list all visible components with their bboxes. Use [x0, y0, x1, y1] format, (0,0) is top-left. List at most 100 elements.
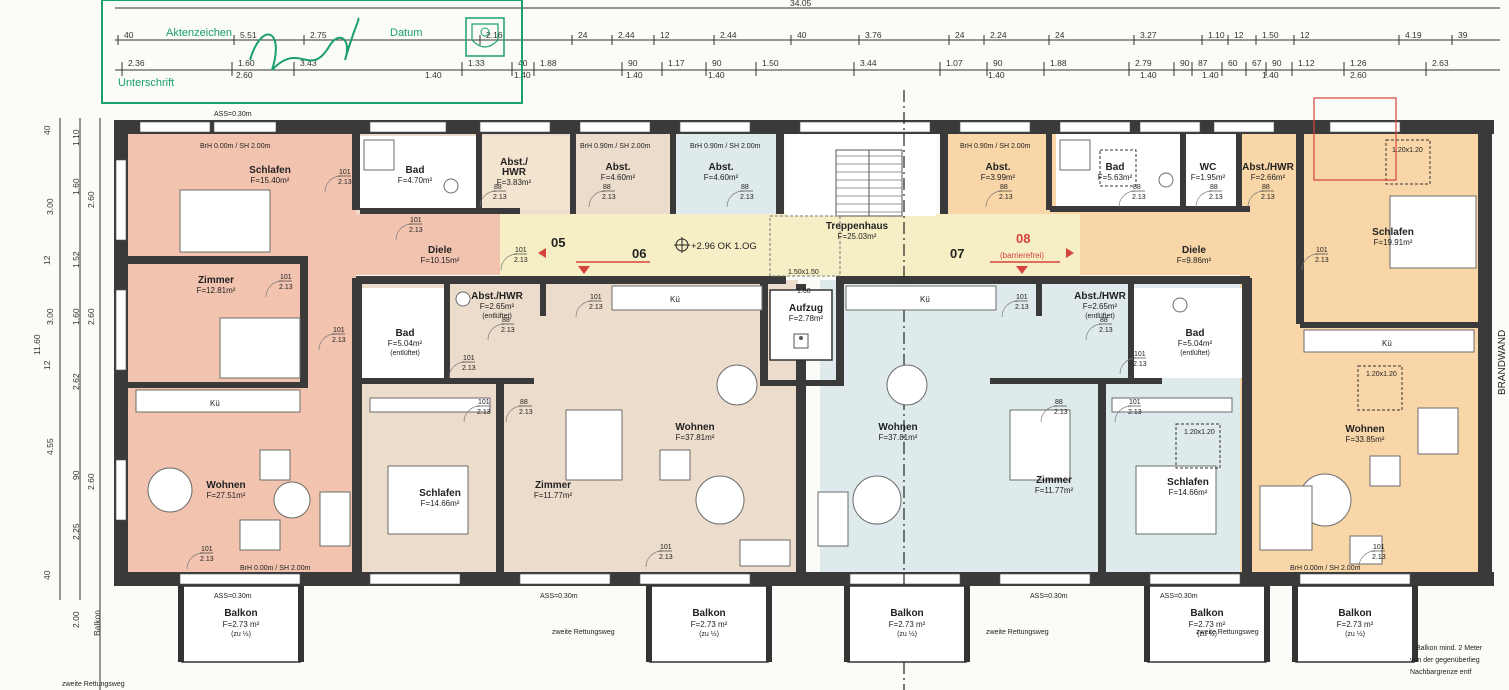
dim-value: 24 [578, 30, 588, 40]
door-width: 88 [603, 184, 611, 191]
unit-07-label: 07 [950, 246, 964, 261]
room-name: WC [1200, 162, 1217, 173]
room-name: Abst. [606, 162, 631, 173]
dim-value: 1.07 [946, 58, 963, 68]
dim-value: 2.75 [310, 30, 327, 40]
room-name: Abst./HWR [1242, 162, 1294, 173]
balcony-note: (zu ½) [699, 630, 719, 638]
dim-value: 90 [71, 470, 81, 480]
dim-value: 90 [628, 58, 638, 68]
kitchen-counter-icon [845, 285, 997, 311]
dim-value: 12 [1234, 30, 1244, 40]
armchair-icon [239, 519, 281, 551]
approval-stamp: Aktenzeichen Datum Unterschrift [101, 0, 523, 104]
toilet-icon [1158, 172, 1174, 188]
balcony-note: (zu ½) [1345, 630, 1365, 638]
dim-value: 2.60 [86, 308, 96, 325]
stamp-datum: Datum [390, 27, 422, 39]
door-height: 2.13 [279, 284, 293, 291]
door-height: 2.13 [477, 409, 491, 416]
vented-note: (entlüftet) [1180, 350, 1210, 357]
dim-value: 1.60 [71, 308, 81, 325]
room-area: F=1.95m² [1191, 173, 1226, 182]
dim-value: 2.25 [71, 523, 81, 540]
dim-value: 3.43 [300, 58, 317, 68]
kitchen-counter-icon [135, 389, 301, 413]
dim-value: 2.16 [486, 30, 503, 40]
clearance-box-label: 1.20x1.20 [1184, 429, 1215, 436]
ass-note: ASS=0.30m [1160, 593, 1198, 600]
armchair-icon [739, 539, 791, 567]
room-area: F=12.81m² [197, 286, 236, 295]
balcony-name: Balkon [692, 608, 725, 619]
escape-route-note: zweite Rettungsweg [62, 681, 125, 688]
room-name: Schlafen [419, 488, 461, 499]
door-width: 88 [1100, 317, 1108, 324]
dim-value: 1.52 [71, 251, 81, 268]
room-area: F=14.66m² [1169, 488, 1208, 497]
room-name: Abst. [986, 162, 1011, 173]
armchair-icon [259, 449, 291, 481]
door-width: 88 [1133, 184, 1141, 191]
municipal-seal-icon [465, 17, 505, 57]
dim-value: 1.10 [71, 129, 81, 146]
room-name: Zimmer [198, 275, 234, 286]
balcony [1295, 585, 1415, 663]
door-height: 2.13 [1372, 554, 1386, 561]
door-width: 101 [660, 544, 672, 551]
balcony-note: (zu ½) [897, 630, 917, 638]
unit-06-label: 06 [632, 246, 646, 261]
door-width: 101 [333, 327, 345, 334]
room-name: Wohnen [878, 422, 917, 433]
room-name: Wohnen [675, 422, 714, 433]
door-width: 101 [1129, 399, 1141, 406]
dim-value: 24 [1055, 30, 1065, 40]
dim-value: 2.60 [86, 473, 96, 490]
door-width: 88 [1055, 399, 1063, 406]
room-name: Schlafen [1167, 477, 1209, 488]
kitchen-labels: Kü Kü Kü Kü [210, 295, 1392, 408]
dim-value: 60 [1228, 58, 1238, 68]
dim-value: Balkon [92, 610, 102, 636]
stamp-unterschrift: Unterschrift [118, 77, 174, 89]
dim-value: 12 [1300, 30, 1310, 40]
dim-value: 1.40 [1202, 70, 1219, 80]
dim-value: 1.88 [1050, 58, 1067, 68]
balcony-name: Balkon [1338, 608, 1371, 619]
dim-value: 1.40 [626, 70, 643, 80]
door-height: 2.13 [1132, 194, 1146, 201]
room-name: Bad [1106, 162, 1125, 173]
dim-value: 1.50 [762, 58, 779, 68]
room-area: F=3.99m² [981, 173, 1016, 182]
dim-value: 1.88 [540, 58, 557, 68]
door-height: 2.13 [493, 194, 507, 201]
room-name: Wohnen [206, 480, 245, 491]
door-height: 2.13 [338, 179, 352, 186]
dim-value: 90 [1180, 58, 1190, 68]
dim-value: 40 [42, 125, 52, 135]
wardrobe-icon [1111, 397, 1233, 413]
room-name: Bad [396, 328, 415, 339]
room-area: F=11.77m² [534, 491, 573, 500]
window-sill-note: BrH 0.00m / SH 2.00m [200, 143, 271, 150]
dim-value: 12 [42, 360, 52, 370]
dim-value: 1.40 [1262, 70, 1279, 80]
balcony-area: F=2.73 m² [889, 620, 926, 629]
kitchen-label: Kü [1382, 339, 1392, 348]
bed-icon [1389, 195, 1477, 269]
balcony [847, 585, 967, 663]
dim-value: 1.10 [1208, 30, 1225, 40]
dim-value: 1.60 [71, 178, 81, 195]
elevator-icon: 1.60 [769, 288, 833, 361]
door-height: 2.13 [1315, 257, 1329, 264]
door-height: 2.13 [1209, 194, 1223, 201]
table-icon [1417, 407, 1459, 455]
ass-note: ASS=0.30m [540, 593, 578, 600]
door-height: 2.13 [501, 327, 515, 334]
room-area: F=33.85m² [1346, 435, 1385, 444]
room-name: Abst./HWR [471, 291, 523, 302]
dim-value: 1.17 [668, 58, 685, 68]
